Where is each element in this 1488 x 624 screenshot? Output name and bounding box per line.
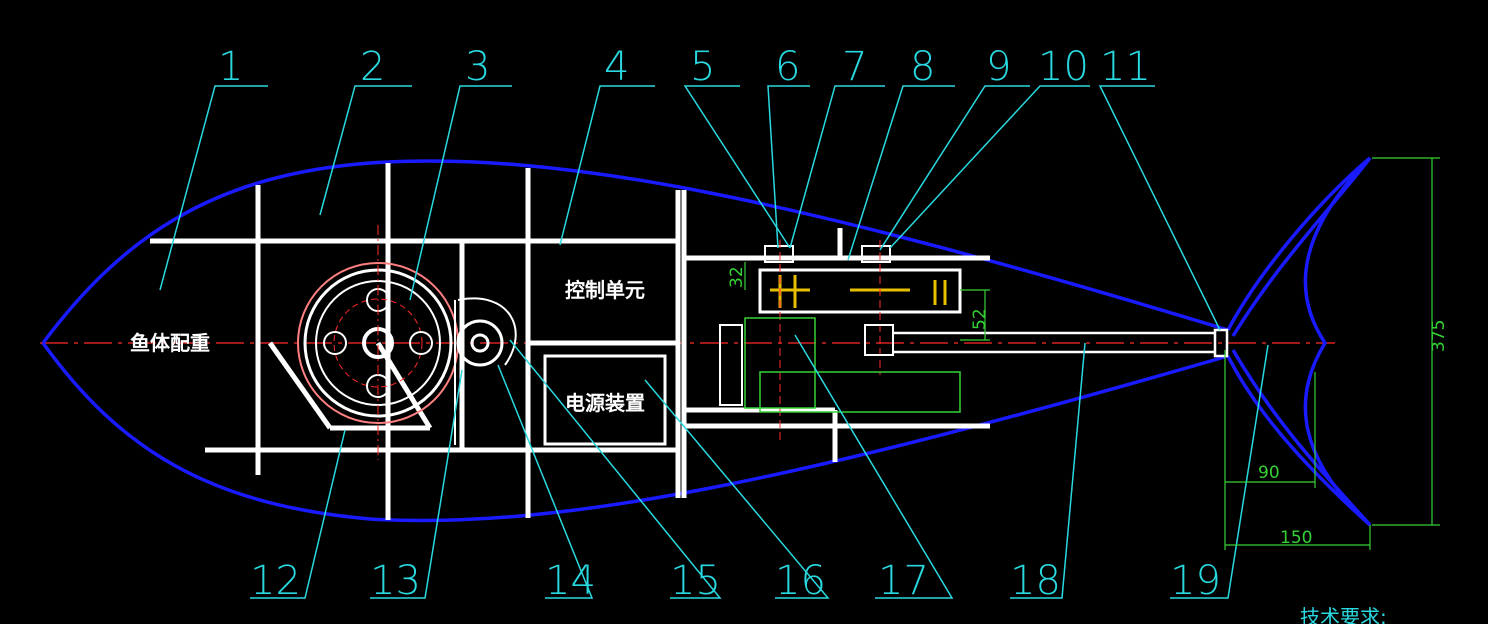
callout-3: 3	[465, 44, 490, 90]
callout-2: 2	[360, 44, 385, 90]
drive-shaft	[893, 328, 1229, 358]
power-unit-box	[543, 354, 667, 446]
callout-7: 7	[842, 44, 867, 90]
control-unit-label: 控制单元	[565, 278, 645, 302]
gearbox	[719, 240, 962, 440]
callout-10: 10	[1038, 44, 1089, 90]
power-unit-label: 电源装置	[565, 391, 645, 415]
dim-375: 375	[1429, 320, 1449, 352]
dim-52: 52	[970, 308, 990, 330]
callout-14: 14	[545, 558, 596, 604]
callout-12: 12	[250, 558, 301, 604]
callout-6: 6	[775, 44, 800, 90]
fish-body-outline	[41, 159, 1229, 523]
tech-requirements-label: 技术要求:	[1300, 605, 1387, 624]
dim-32: 32	[727, 266, 747, 288]
callout-1: 1	[218, 44, 243, 90]
tail-fin	[1226, 156, 1372, 527]
ballast-linkage	[267, 341, 433, 431]
callout-4: 4	[604, 44, 629, 90]
callout-11: 11	[1100, 44, 1151, 90]
dim-150: 150	[1280, 528, 1312, 548]
small-gear	[454, 297, 517, 445]
callout-13: 13	[370, 558, 421, 604]
callout-9: 9	[986, 44, 1011, 90]
callout-18: 18	[1010, 558, 1061, 604]
callout-16: 16	[775, 558, 826, 604]
ballast-label: 鱼体配重	[130, 331, 210, 355]
dimension-lines	[744, 157, 1440, 550]
callout-19: 19	[1170, 558, 1221, 604]
callout-17: 17	[878, 558, 929, 604]
callout-5: 5	[690, 44, 715, 90]
leader-lines	[159, 85, 1269, 599]
callout-15: 15	[670, 558, 721, 604]
callout-8: 8	[910, 44, 935, 90]
dim-90: 90	[1258, 463, 1280, 483]
